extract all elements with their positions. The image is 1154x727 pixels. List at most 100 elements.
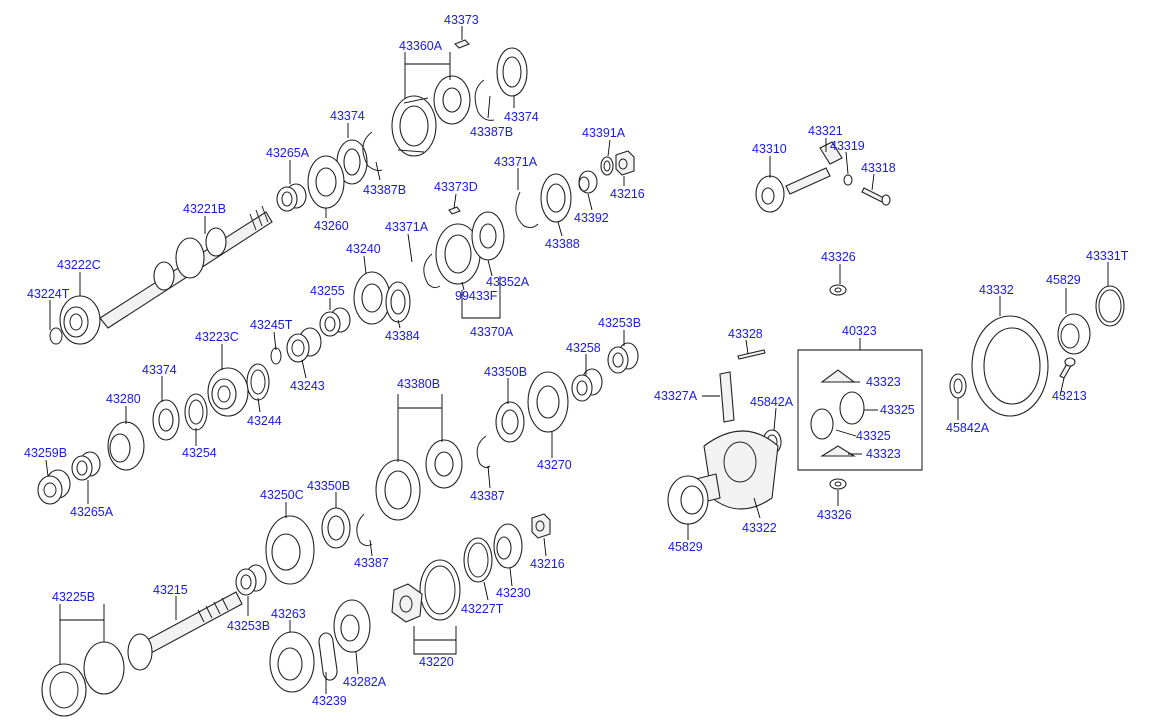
label-43352A[interactable]: 43352A: [486, 275, 530, 289]
label-43260[interactable]: 43260: [314, 219, 349, 233]
label-43310[interactable]: 43310: [752, 142, 787, 156]
part-43265a-needle-bearing: [71, 451, 101, 481]
label-43387-b[interactable]: 43387: [354, 556, 389, 570]
label-43263[interactable]: 43263: [271, 607, 306, 621]
part-43387b-snap-ring-top: [474, 79, 495, 121]
label-43325[interactable]: 43325: [880, 403, 915, 417]
label-43327A[interactable]: 43327A: [654, 389, 698, 403]
label-43224T[interactable]: 43224T: [27, 287, 70, 301]
label-43388[interactable]: 43388: [545, 237, 580, 251]
label-43350B[interactable]: 43350B: [484, 365, 527, 379]
label-43392[interactable]: 43392: [574, 211, 609, 225]
part-43374-ring-mid: [336, 139, 368, 185]
part-40323-pinion-set: [810, 369, 865, 457]
label-43371A-b[interactable]: 43371A: [385, 220, 429, 234]
label-43387[interactable]: 43387: [470, 489, 505, 503]
label-43391A[interactable]: 43391A: [582, 126, 626, 140]
part-43258-collar: [571, 368, 603, 402]
label-43222C[interactable]: 43222C: [57, 258, 101, 272]
label-43227T[interactable]: 43227T: [461, 602, 504, 616]
label-43282A[interactable]: 43282A: [343, 675, 387, 689]
part-43254-spacer: [184, 393, 208, 431]
label-43387B-b[interactable]: 43387B: [363, 183, 406, 197]
label-43325-b[interactable]: 43325: [856, 429, 891, 443]
label-43374-b[interactable]: 43374: [504, 110, 539, 124]
label-43270[interactable]: 43270: [537, 458, 572, 472]
label-43380B[interactable]: 43380B: [397, 377, 440, 391]
label-45842A-b[interactable]: 45842A: [946, 421, 990, 435]
label-40323[interactable]: 40323: [842, 324, 877, 338]
label-43280[interactable]: 43280: [106, 392, 141, 406]
part-43388-synchro-ring: [540, 173, 572, 223]
label-43387B[interactable]: 43387B: [470, 125, 513, 139]
part-43391a-washer: [600, 156, 614, 176]
label-43244[interactable]: 43244: [247, 414, 282, 428]
label-43259B[interactable]: 43259B: [24, 446, 67, 460]
label-43253B-b[interactable]: 43253B: [227, 619, 270, 633]
label-45829[interactable]: 45829: [1046, 273, 1081, 287]
label-43323-b[interactable]: 43323: [866, 447, 901, 461]
part-43387-snap-ring-mid: [476, 435, 491, 469]
label-43216-b[interactable]: 43216: [530, 557, 565, 571]
label-43253B[interactable]: 43253B: [598, 316, 641, 330]
part-43370a-synchro-hub: [435, 211, 505, 285]
part-43230-gear: [493, 523, 523, 569]
label-43384[interactable]: 43384: [385, 329, 420, 343]
label-43326-b[interactable]: 43326: [817, 508, 852, 522]
label-43255[interactable]: 43255: [310, 284, 345, 298]
part-43326-washer-bottom: [829, 478, 847, 490]
leader-lines: [45, 26, 1109, 694]
label-43373D[interactable]: 43373D: [434, 180, 478, 194]
part-43374-ring-top: [496, 47, 528, 97]
part-43360a-synchro-sleeve: [391, 95, 437, 157]
label-43319[interactable]: 43319: [830, 139, 865, 153]
label-43213[interactable]: 43213: [1052, 389, 1087, 403]
label-43223C[interactable]: 43223C: [195, 330, 239, 344]
label-43243[interactable]: 43243: [290, 379, 325, 393]
label-43321[interactable]: 43321: [808, 124, 843, 138]
label-43323[interactable]: 43323: [866, 375, 901, 389]
part-43265a-needle-bearing-top: [276, 183, 307, 212]
label-43215[interactable]: 43215: [153, 583, 188, 597]
part-43250c-gear: [265, 515, 315, 585]
label-43331T[interactable]: 43331T: [1086, 249, 1129, 263]
label-45829-b[interactable]: 45829: [668, 540, 703, 554]
label-43374-c[interactable]: 43374: [142, 363, 177, 377]
label-43239[interactable]: 43239: [312, 694, 347, 708]
label-45842A[interactable]: 45842A: [750, 395, 794, 409]
part-43327a-shaft: [719, 371, 735, 423]
part-43239-sleeve: [318, 632, 338, 681]
label-43318[interactable]: 43318: [861, 161, 896, 175]
label-43230[interactable]: 43230: [496, 586, 531, 600]
label-43254[interactable]: 43254: [182, 446, 217, 460]
label-43216[interactable]: 43216: [610, 187, 645, 201]
part-43350b-ring-lower: [321, 507, 351, 549]
label-43332[interactable]: 43332: [979, 283, 1014, 297]
label-43373[interactable]: 43373: [444, 13, 479, 27]
part-43215-output-shaft: [127, 591, 243, 671]
label-99433F[interactable]: 99433F: [455, 289, 498, 303]
part-45829-bearing-left: [667, 475, 709, 525]
label-43258[interactable]: 43258: [566, 341, 601, 355]
label-43265A-b[interactable]: 43265A: [70, 505, 114, 519]
label-43326[interactable]: 43326: [821, 250, 856, 264]
label-43322[interactable]: 43322: [742, 521, 777, 535]
label-43240[interactable]: 43240: [346, 242, 381, 256]
label-43265A[interactable]: 43265A: [266, 146, 310, 160]
part-43222c-bearing: [59, 295, 101, 345]
label-43225B[interactable]: 43225B: [52, 590, 95, 604]
part-43243-sleeve: [286, 327, 322, 363]
label-43360A[interactable]: 43360A: [399, 39, 443, 53]
label-43221B[interactable]: 43221B: [183, 202, 226, 216]
part-45829-bearing-right: [1057, 313, 1091, 355]
part-43213-bolt: [1059, 357, 1076, 379]
part-43245t-ring: [270, 347, 282, 365]
label-43220[interactable]: 43220: [419, 655, 454, 669]
label-43350B-b[interactable]: 43350B: [307, 479, 350, 493]
label-43374[interactable]: 43374: [330, 109, 365, 123]
label-43371A[interactable]: 43371A: [494, 155, 538, 169]
label-43245T[interactable]: 43245T: [250, 318, 293, 332]
label-43328[interactable]: 43328: [728, 327, 763, 341]
label-43370A[interactable]: 43370A: [470, 325, 514, 339]
label-43250C[interactable]: 43250C: [260, 488, 304, 502]
